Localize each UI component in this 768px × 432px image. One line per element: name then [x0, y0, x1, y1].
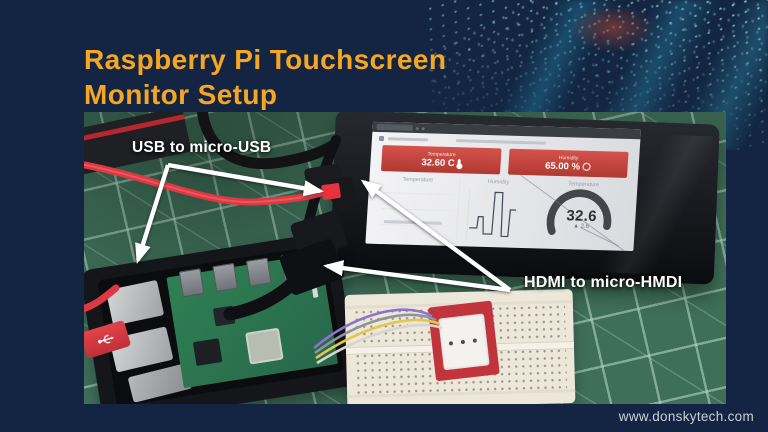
red-usb-connector — [84, 319, 132, 360]
arrow-to-micro-usb — [167, 162, 324, 197]
sensor-dashboard: Temperature 32.60 C Humidity 65.00 % — [365, 132, 642, 252]
raspberry-pi — [84, 230, 359, 404]
jumper-wire-gray — [314, 313, 437, 355]
jumper-wire-purple — [313, 308, 433, 349]
annotation-arrows — [135, 162, 512, 293]
hdmi-annotation-label: HDMI to micro-HMDI — [524, 274, 683, 291]
title-line-2: Monitor Setup — [84, 79, 278, 110]
jumper-wire-yellow — [315, 318, 441, 360]
monitor-screen: Temperature 32.60 C Humidity 65.00 % — [365, 121, 642, 252]
setup-photo: 45 — [84, 112, 726, 404]
usb-trident-icon — [97, 334, 114, 344]
hdmi-cable — [223, 277, 299, 321]
micro-usb-plug-red-tip — [321, 183, 341, 200]
website-watermark: www.donskytech.com — [618, 409, 754, 424]
black-cable — [197, 112, 338, 170]
red-cable-to-pi — [84, 284, 120, 313]
touchscreen-monitor: Temperature 32.60 C Humidity 65.00 % — [329, 112, 720, 285]
arrow-to-hdmi-adapter — [322, 260, 511, 293]
arrow-to-micro-hdmi — [360, 179, 512, 292]
arrow-to-red-usb — [135, 164, 171, 264]
jumper-wire-white — [316, 323, 443, 365]
humidity-chart-panel: Humidity — [460, 178, 533, 250]
humidity-step-chart — [465, 189, 516, 240]
red-cable-highlight — [84, 163, 325, 204]
title-line-1: Raspberry Pi Touchscreen — [84, 44, 447, 75]
usb-annotation-label: USB to micro-USB — [132, 139, 272, 156]
page-title: Raspberry Pi Touchscreen Monitor Setup — [84, 42, 446, 112]
